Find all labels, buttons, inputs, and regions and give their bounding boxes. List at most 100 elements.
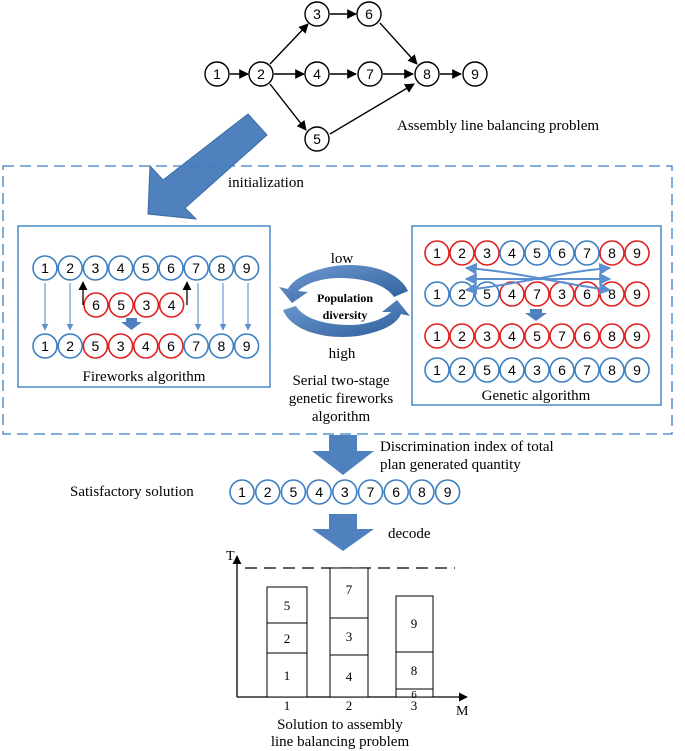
- gene-label: 1: [41, 338, 49, 354]
- gene-label: 5: [290, 484, 298, 500]
- task-block-label: 5: [284, 598, 291, 613]
- graph-node-label: 9: [471, 66, 479, 82]
- gene-circle: [158, 292, 185, 318]
- gene-node: 3: [82, 255, 109, 281]
- decode-arrow: [312, 514, 374, 551]
- gene-label: 8: [608, 245, 616, 261]
- gene-label: 9: [243, 260, 251, 276]
- gene-label: 1: [433, 362, 441, 378]
- gene-node: 9: [624, 281, 650, 307]
- gene-circle: [233, 333, 260, 359]
- gene-node: 1: [229, 479, 255, 505]
- gene-label: 6: [583, 328, 591, 344]
- gene-circle: [449, 323, 475, 349]
- decode-label: decode: [388, 526, 431, 542]
- gene-circle: [549, 357, 575, 383]
- gene-node: 2: [449, 323, 475, 349]
- discrimination-label-line1: Discrimination index of total: [380, 439, 554, 455]
- gene-label: 1: [433, 286, 441, 302]
- gene-circle: [57, 333, 83, 359]
- gene-node: 2: [449, 281, 475, 307]
- gene-label: 1: [433, 328, 441, 344]
- gene-label: 8: [608, 362, 616, 378]
- gene-label: 2: [458, 362, 466, 378]
- task-block-label: 1: [284, 668, 291, 683]
- gene-label: 9: [444, 484, 452, 500]
- gene-node: 6: [574, 323, 600, 349]
- genetic-crossover-arrows: [464, 262, 612, 321]
- gene-label: 2: [66, 338, 74, 354]
- task-block-label: 9: [411, 616, 418, 631]
- graph-node-label: 7: [366, 66, 374, 82]
- gene-node: 8: [208, 255, 235, 281]
- fireworks-swap-arrows: [41, 281, 252, 331]
- edge-2-5: [269, 83, 307, 131]
- graph-node-1: 1: [204, 61, 230, 87]
- gene-node: 2: [449, 240, 475, 266]
- gene-label: 1: [238, 484, 246, 500]
- graph-node-label: 2: [257, 66, 265, 82]
- machine-3-column: 6 8 9 3: [395, 595, 434, 713]
- gene-label: 7: [367, 484, 375, 500]
- gene-node: 5: [524, 240, 550, 266]
- gene-node: 6: [549, 240, 575, 266]
- gene-circle: [57, 255, 83, 281]
- gene-node: 1: [424, 240, 450, 266]
- gene-circle: [280, 479, 307, 505]
- gene-node: 2: [57, 255, 83, 281]
- initialization-label: initialization: [228, 175, 304, 191]
- gene-circle: [82, 333, 109, 359]
- gene-node: 4: [499, 240, 525, 266]
- high-label: high: [329, 346, 356, 362]
- graph-node-4: 4: [304, 61, 330, 87]
- gene-circle: [499, 323, 525, 349]
- gene-circle: [424, 240, 450, 266]
- gene-circle: [306, 479, 332, 505]
- discrimination-label-line2: plan generated quantity: [380, 457, 521, 473]
- gene-node: 2: [254, 479, 281, 505]
- gene-node: 6: [158, 255, 184, 281]
- gene-label: 7: [192, 338, 200, 354]
- gene-label: 8: [608, 286, 616, 302]
- gene-label: 4: [315, 484, 323, 500]
- gene-circle: [599, 323, 625, 349]
- gene-node: 4: [499, 323, 525, 349]
- cycle-bottom-arrow: [283, 300, 410, 337]
- gene-circle: [383, 479, 410, 505]
- gene-circle: [434, 479, 461, 505]
- gene-node: 3: [331, 479, 358, 505]
- gene-label: 5: [533, 245, 541, 261]
- graph-node-7: 7: [357, 61, 383, 87]
- gene-node: 6: [83, 292, 109, 318]
- gene-label: 2: [458, 286, 466, 302]
- gene-circle: [133, 255, 159, 281]
- gene-node: 4: [158, 292, 185, 318]
- algorithm-frame: [2, 165, 673, 435]
- gene-node: 3: [474, 323, 500, 349]
- gene-node: 3: [524, 357, 550, 383]
- gene-label: 8: [218, 338, 226, 354]
- gene-label: 5: [92, 338, 100, 354]
- gene-node: 8: [599, 323, 625, 349]
- graph-node-5: 5: [304, 126, 330, 152]
- gene-circle: [624, 323, 650, 349]
- gene-node: 5: [524, 323, 550, 349]
- gene-circle: [449, 357, 475, 383]
- graph-node-8: 8: [414, 61, 440, 87]
- graph-node-9: 9: [462, 61, 488, 87]
- gene-label: 6: [558, 362, 566, 378]
- gene-circle: [409, 479, 435, 505]
- gene-circle: [499, 357, 525, 383]
- fireworks-label: Fireworks algorithm: [83, 369, 206, 385]
- gene-node: 9: [624, 357, 650, 383]
- gene-label: 9: [633, 362, 641, 378]
- gene-node: 7: [574, 357, 600, 383]
- gene-label: 9: [633, 286, 641, 302]
- gene-circle: [208, 255, 235, 281]
